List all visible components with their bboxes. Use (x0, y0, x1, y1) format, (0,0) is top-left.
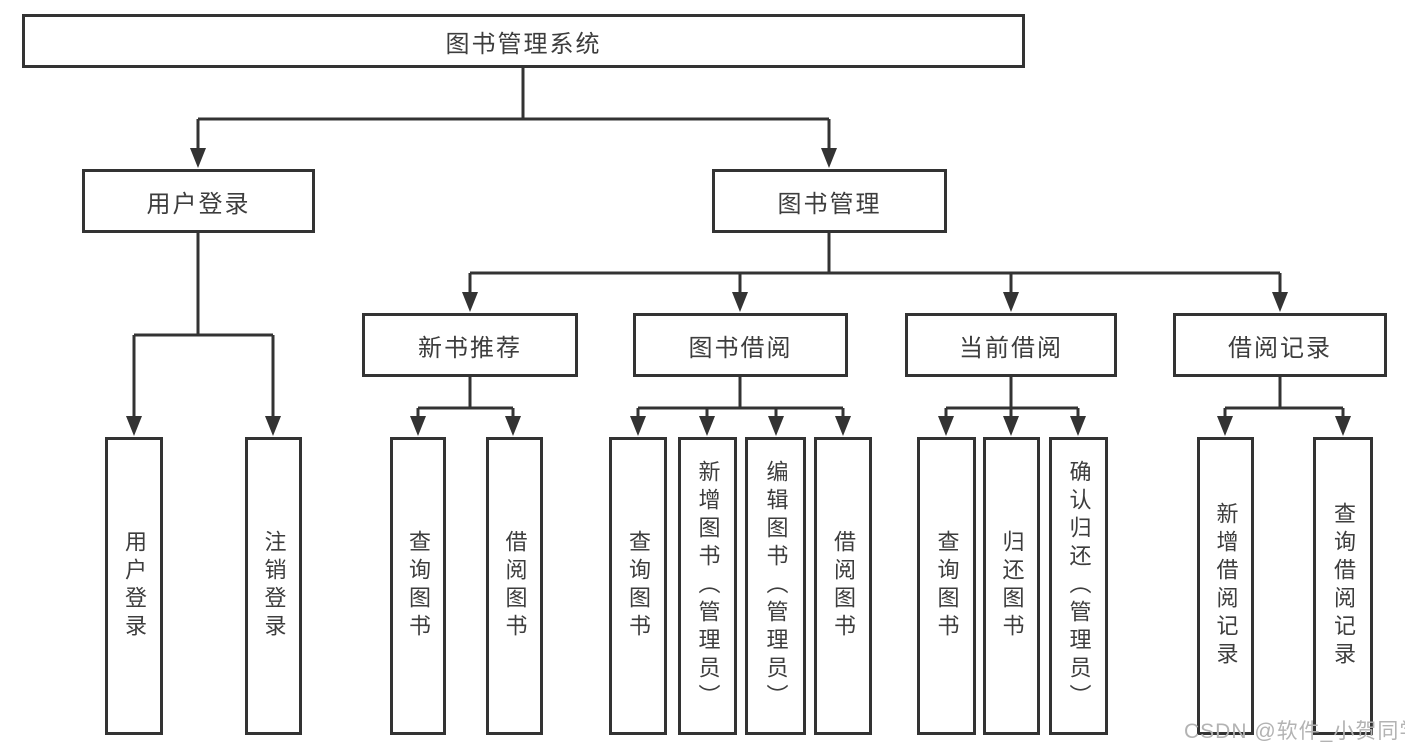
arrow-icon (630, 416, 646, 436)
leaf-current-query: 查询图书 (917, 437, 976, 735)
arrow-icon (1003, 416, 1019, 436)
arrow-icon (462, 292, 478, 312)
node-borrow-record: 借阅记录 (1173, 313, 1387, 377)
arrow-icon (768, 416, 784, 436)
arrow-icon (1335, 416, 1351, 436)
node-new-book-recommend-label: 新书推荐 (418, 334, 522, 362)
leaf-logout-label: 注销登录 (261, 530, 287, 642)
leaf-borrow-add-book: 新增图书（管理员） (678, 437, 737, 735)
leaf-borrow-query-label: 查询图书 (626, 530, 651, 642)
node-root-label: 图书管理系统 (445, 30, 602, 58)
arrow-icon (265, 416, 281, 436)
node-current-borrow-label: 当前借阅 (959, 334, 1063, 362)
leaf-current-query-label: 查询图书 (934, 530, 960, 642)
node-user-login: 用户登录 (82, 169, 315, 233)
node-book-borrow-label: 图书借阅 (688, 334, 793, 362)
leaf-query-record: 查询借阅记录 (1313, 437, 1373, 735)
node-book-management: 图书管理 (712, 169, 947, 233)
arrow-icon (1070, 416, 1086, 436)
leaf-user-login-label: 用户登录 (122, 530, 147, 642)
leaf-borrow-query: 查询图书 (609, 437, 667, 735)
node-root: 图书管理系统 (22, 14, 1025, 68)
leaf-newbook-query-label: 查询图书 (406, 530, 431, 642)
arrow-icon (190, 148, 206, 168)
leaf-user-login: 用户登录 (105, 437, 163, 735)
arrow-icon (1003, 292, 1019, 312)
node-user-login-label: 用户登录 (146, 190, 251, 218)
arrow-icon (732, 292, 748, 312)
csdn-watermark: CSDN @软件_小贺同学 (1184, 720, 1405, 743)
leaf-add-record-label: 新增借阅记录 (1213, 502, 1239, 670)
node-new-book-recommend: 新书推荐 (362, 313, 578, 377)
arrow-icon (699, 416, 715, 436)
arrow-icon (1217, 416, 1233, 436)
leaf-newbook-borrow-label: 借阅图书 (502, 530, 528, 642)
arrow-icon (410, 416, 426, 436)
arrow-icon (835, 416, 851, 436)
leaf-return-book: 归还图书 (983, 437, 1040, 735)
node-book-management-label: 图书管理 (777, 190, 882, 218)
leaf-logout: 注销登录 (245, 437, 302, 735)
leaf-borrow-book: 借阅图书 (814, 437, 872, 735)
leaf-newbook-borrow: 借阅图书 (486, 437, 543, 735)
leaf-confirm-return-label: 确认归还（管理员） (1066, 460, 1092, 712)
leaf-newbook-query: 查询图书 (390, 437, 446, 735)
leaf-borrow-book-label: 借阅图书 (831, 530, 856, 642)
arrow-icon (938, 416, 954, 436)
arrow-icon (505, 416, 521, 436)
leaf-borrow-add-book-label: 新增图书（管理员） (695, 460, 721, 712)
arrow-icon (821, 148, 837, 168)
node-book-borrow: 图书借阅 (633, 313, 848, 377)
arrow-icon (126, 416, 142, 436)
leaf-borrow-edit-book: 编辑图书（管理员） (745, 437, 806, 735)
arrow-icon (1272, 292, 1288, 312)
node-borrow-record-label: 借阅记录 (1228, 334, 1332, 362)
leaf-borrow-edit-book-label: 编辑图书（管理员） (763, 460, 789, 712)
leaf-query-record-label: 查询借阅记录 (1331, 502, 1356, 670)
leaf-return-book-label: 归还图书 (999, 530, 1025, 642)
node-current-borrow: 当前借阅 (905, 313, 1117, 377)
leaf-add-record: 新增借阅记录 (1197, 437, 1254, 735)
leaf-confirm-return: 确认归还（管理员） (1049, 437, 1108, 735)
